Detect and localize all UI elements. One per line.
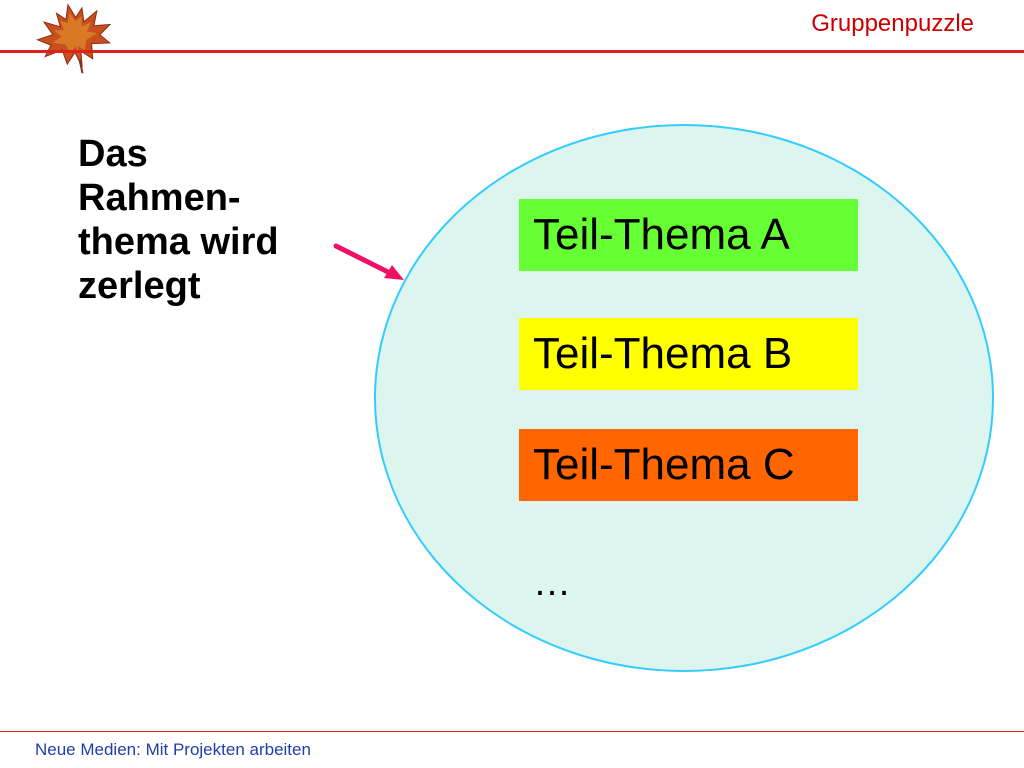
footer-divider (0, 731, 1024, 732)
arrow-head (384, 265, 404, 280)
subtopic-b: Teil-Thema B (519, 318, 858, 390)
statement-line: thema wird (78, 221, 279, 263)
statement-line: Das (78, 133, 148, 175)
main-statement: Das Rahmen- thema wird zerlegt (78, 132, 338, 308)
statement-line: zerlegt (78, 265, 201, 307)
header-divider (0, 50, 1024, 53)
more-ellipsis: … (533, 562, 571, 604)
maple-leaf-stem (78, 59, 84, 74)
slide-title: Gruppenpuzzle (811, 10, 974, 37)
arrow-right-icon (333, 243, 404, 280)
statement-line: Rahmen- (78, 177, 241, 219)
maple-leaf-highlight (52, 12, 98, 58)
arrow-shaft (333, 243, 395, 277)
subtopic-a: Teil-Thema A (519, 199, 858, 271)
subtopic-c: Teil-Thema C (519, 429, 858, 501)
footer-text: Neue Medien: Mit Projekten arbeiten (35, 740, 311, 759)
maple-leaf-icon (36, 3, 112, 74)
